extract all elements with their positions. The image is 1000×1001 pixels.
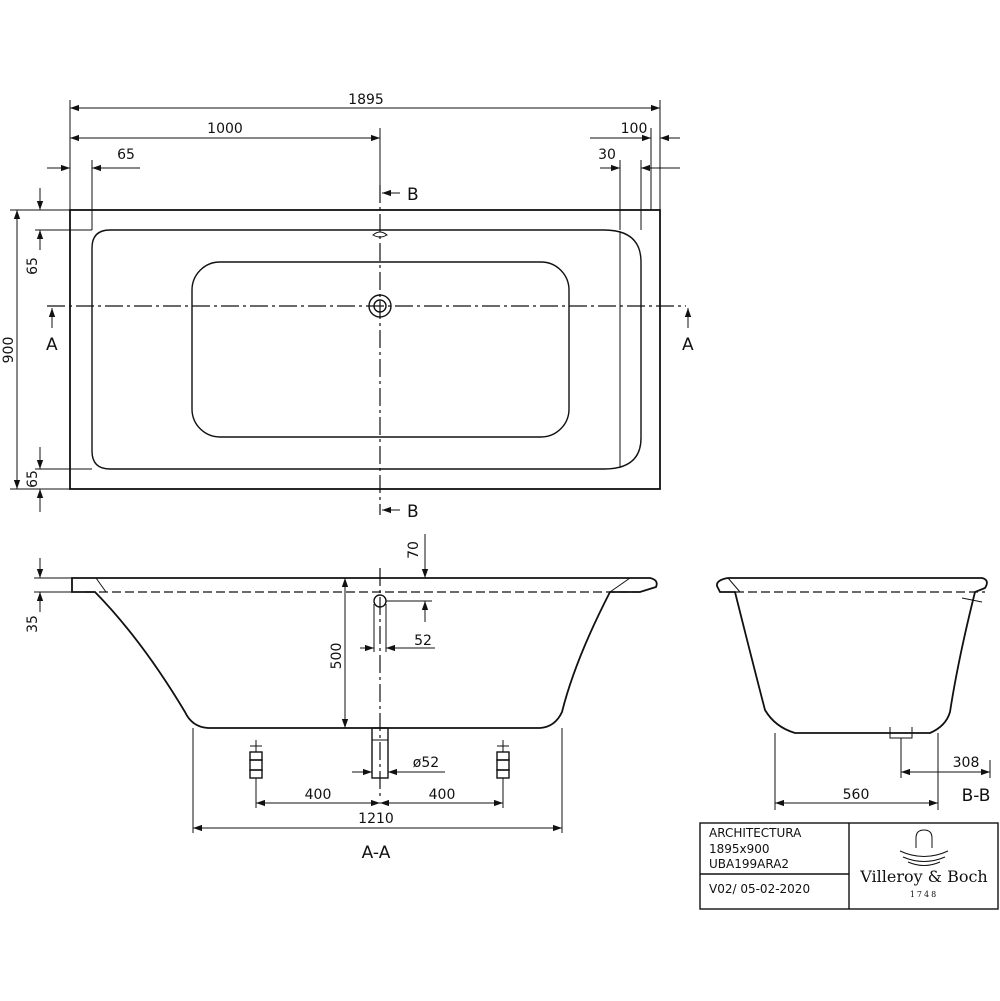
section-b-b-label: B-B [962,786,991,806]
tub-bottom-panel [191,261,570,438]
dim-35: 35 [25,615,41,633]
dim-65-left-top: 65 [25,257,41,275]
title-model: ARCHITECTURA [709,826,802,840]
title-block: ARCHITECTURA 1895x900 UBA199ARA2 V02/ 05… [699,822,999,910]
plan-view: 1895 1000 100 65 30 B B A A 900 [1,92,694,522]
section-a-a: 35 70 52 500 ø52 400 400 1210 A-A [25,534,658,863]
dim-65-left-bottom: 65 [25,470,41,488]
section-b-bottom-label: B [407,502,419,522]
tub-inner-basin [91,229,642,470]
dim-308: 308 [953,755,980,771]
drain-pipe [371,727,389,779]
tub-profile-b [716,577,988,734]
section-a-left-label: A [46,335,58,355]
dim-30: 30 [598,147,616,163]
dim-70: 70 [406,541,422,559]
section-b-b: 308 560 B-B [716,577,991,810]
foot-right-icon [496,740,510,779]
brand-year: 1748 [910,890,938,899]
tub-profile-a [71,577,658,729]
dim-drain-dia: ø52 [413,755,439,771]
dim-500: 500 [329,643,345,670]
title-code: UBA199ARA2 [709,857,789,871]
brand-name: Villeroy & Boch [859,867,987,886]
section-b-top-label: B [407,185,419,205]
section-a-right-label: A [682,335,694,355]
dim-560: 560 [843,787,870,803]
brand-logo-icon [899,829,949,866]
dim-900: 900 [1,337,17,364]
dim-100: 100 [621,121,648,137]
section-a-a-label: A-A [362,843,391,863]
title-version: V02/ 05-02-2020 [709,882,810,896]
dim-52: 52 [414,633,432,649]
tub-outer-rim [69,209,661,490]
overflow-icon [372,231,388,238]
dim-400-right: 400 [429,787,456,803]
title-size: 1895x900 [709,842,770,856]
dim-65-top: 65 [117,147,135,163]
dim-1895: 1895 [348,92,384,108]
dim-400-left: 400 [305,787,332,803]
foot-left-icon [249,740,263,779]
dim-1210: 1210 [358,811,394,827]
dim-1000: 1000 [207,121,243,137]
